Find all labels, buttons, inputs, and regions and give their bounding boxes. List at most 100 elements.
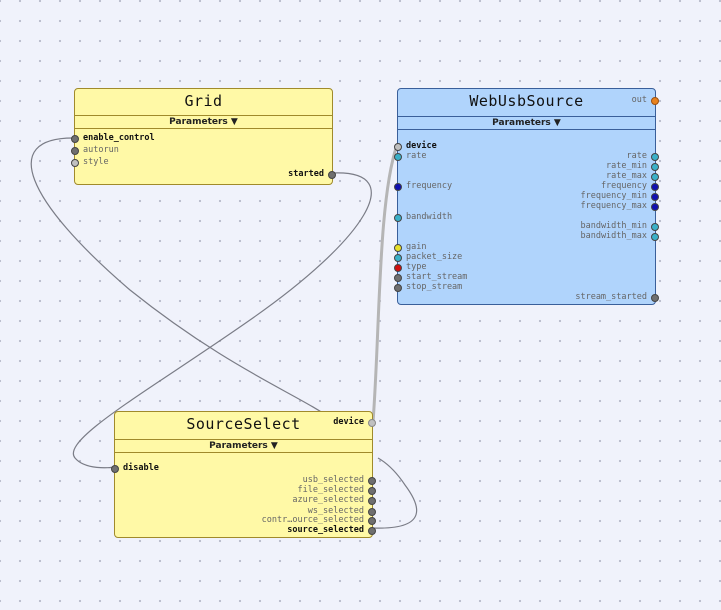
port-connector[interactable] — [394, 214, 402, 222]
port-label: enable_control — [83, 133, 155, 143]
parameters-toggle[interactable]: Parameters ▼ — [398, 116, 655, 130]
port-label: bandwidth — [406, 212, 453, 222]
output-port-rate-max[interactable]: rate_max — [606, 171, 659, 182]
output-port-frequency-max[interactable]: frequency_max — [580, 201, 659, 212]
input-port-type[interactable]: type — [394, 262, 427, 273]
output-port-frequency-min[interactable]: frequency_min — [580, 191, 659, 202]
port-label: source_selected — [287, 525, 364, 535]
node-title: Grid — [184, 92, 223, 110]
port-label: frequency_max — [580, 201, 647, 211]
input-port-enable-control[interactable]: enable_control — [71, 133, 155, 144]
port-connector[interactable] — [394, 264, 402, 272]
node-title: WebUsbSource — [469, 92, 584, 110]
port-label: packet_size — [406, 252, 463, 262]
port-connector[interactable] — [368, 497, 376, 505]
input-port-packet-size[interactable]: packet_size — [394, 252, 463, 263]
port-label: bandwidth_min — [580, 221, 647, 231]
port-connector[interactable] — [651, 163, 659, 171]
port-connector[interactable] — [651, 203, 659, 211]
port-label: start_stream — [406, 272, 468, 282]
port-connector[interactable] — [368, 508, 376, 516]
port-label: frequency_min — [580, 191, 647, 201]
output-port-azure-selected[interactable]: azure_selected — [292, 495, 376, 506]
port-label: type — [406, 262, 427, 272]
input-port-rate[interactable]: rate — [394, 151, 427, 162]
port-label: frequency — [406, 181, 453, 191]
input-port-gain[interactable]: gain — [394, 242, 427, 253]
port-label: stream_started — [575, 292, 647, 302]
output-port-contr-ource-selected[interactable]: contr…ource_selected — [261, 515, 376, 526]
port-label: rate — [626, 151, 647, 161]
node-title: SourceSelect — [186, 415, 301, 433]
sourceselect-node[interactable]: SourceSelect device Parameters ▼ disable… — [111, 411, 376, 538]
port-connector[interactable] — [651, 97, 659, 105]
parameters-toggle[interactable]: Parameters ▼ — [75, 115, 332, 129]
port-label: style — [83, 157, 109, 167]
port-connector[interactable] — [651, 153, 659, 161]
port-connector[interactable] — [651, 294, 659, 302]
port-label: gain — [406, 242, 427, 252]
input-port-stop-stream[interactable]: stop_stream — [394, 282, 463, 293]
input-port-frequency[interactable]: frequency — [394, 181, 453, 192]
port-label: rate_min — [606, 161, 647, 171]
port-label: bandwidth_max — [580, 231, 647, 241]
port-connector[interactable] — [651, 193, 659, 201]
port-connector[interactable] — [368, 477, 376, 485]
input-port-device[interactable]: device — [394, 141, 437, 152]
output-port-started[interactable]: started — [288, 169, 336, 180]
port-connector[interactable] — [651, 173, 659, 181]
port-connector[interactable] — [71, 159, 79, 167]
port-label: device — [406, 141, 437, 151]
port-connector[interactable] — [394, 183, 402, 191]
output-port-bandwidth-max[interactable]: bandwidth_max — [580, 231, 659, 242]
port-connector[interactable] — [394, 153, 402, 161]
port-connector[interactable] — [368, 527, 376, 535]
port-connector[interactable] — [71, 135, 79, 143]
output-port-usb-selected[interactable]: usb_selected — [303, 475, 376, 486]
input-port-style[interactable]: style — [71, 157, 109, 168]
port-connector[interactable] — [394, 143, 402, 151]
output-port-file-selected[interactable]: file_selected — [297, 485, 376, 496]
output-port-device[interactable]: device — [333, 417, 376, 428]
port-connector[interactable] — [651, 223, 659, 231]
output-port-rate[interactable]: rate — [626, 151, 659, 162]
output-port-out[interactable]: out — [631, 95, 659, 106]
port-connector[interactable] — [394, 244, 402, 252]
output-port-bandwidth-min[interactable]: bandwidth_min — [580, 221, 659, 232]
port-label: stop_stream — [406, 282, 463, 292]
port-connector[interactable] — [368, 517, 376, 525]
output-port-source-selected[interactable]: source_selected — [287, 525, 376, 536]
output-port-frequency[interactable]: frequency — [600, 181, 659, 192]
port-label: file_selected — [297, 485, 364, 495]
port-connector[interactable] — [111, 465, 119, 473]
port-connector[interactable] — [651, 183, 659, 191]
port-connector[interactable] — [394, 254, 402, 262]
port-label: started — [288, 169, 324, 179]
port-label: rate — [406, 151, 427, 161]
input-port-bandwidth[interactable]: bandwidth — [394, 212, 453, 223]
port-label: autorun — [83, 145, 119, 155]
port-connector[interactable] — [368, 487, 376, 495]
parameters-toggle[interactable]: Parameters ▼ — [115, 439, 372, 453]
port-connector[interactable] — [651, 233, 659, 241]
port-connector[interactable] — [368, 419, 376, 427]
port-label: ws_selected — [307, 506, 364, 516]
port-connector[interactable] — [394, 284, 402, 292]
port-connector[interactable] — [71, 147, 79, 155]
output-port-rate-min[interactable]: rate_min — [606, 161, 659, 172]
port-label: disable — [123, 463, 159, 473]
port-label: rate_max — [606, 171, 647, 181]
port-label: out — [631, 95, 647, 105]
input-port-disable[interactable]: disable — [111, 463, 159, 474]
output-port-stream-started[interactable]: stream_started — [575, 292, 659, 303]
port-label: device — [333, 417, 364, 427]
port-label: frequency — [600, 181, 647, 191]
port-connector[interactable] — [328, 171, 336, 179]
output-port-ws-selected[interactable]: ws_selected — [307, 506, 376, 517]
input-port-start-stream[interactable]: start_stream — [394, 272, 468, 283]
port-connector[interactable] — [394, 274, 402, 282]
input-port-autorun[interactable]: autorun — [71, 145, 119, 156]
port-label: contr…ource_selected — [261, 515, 364, 525]
